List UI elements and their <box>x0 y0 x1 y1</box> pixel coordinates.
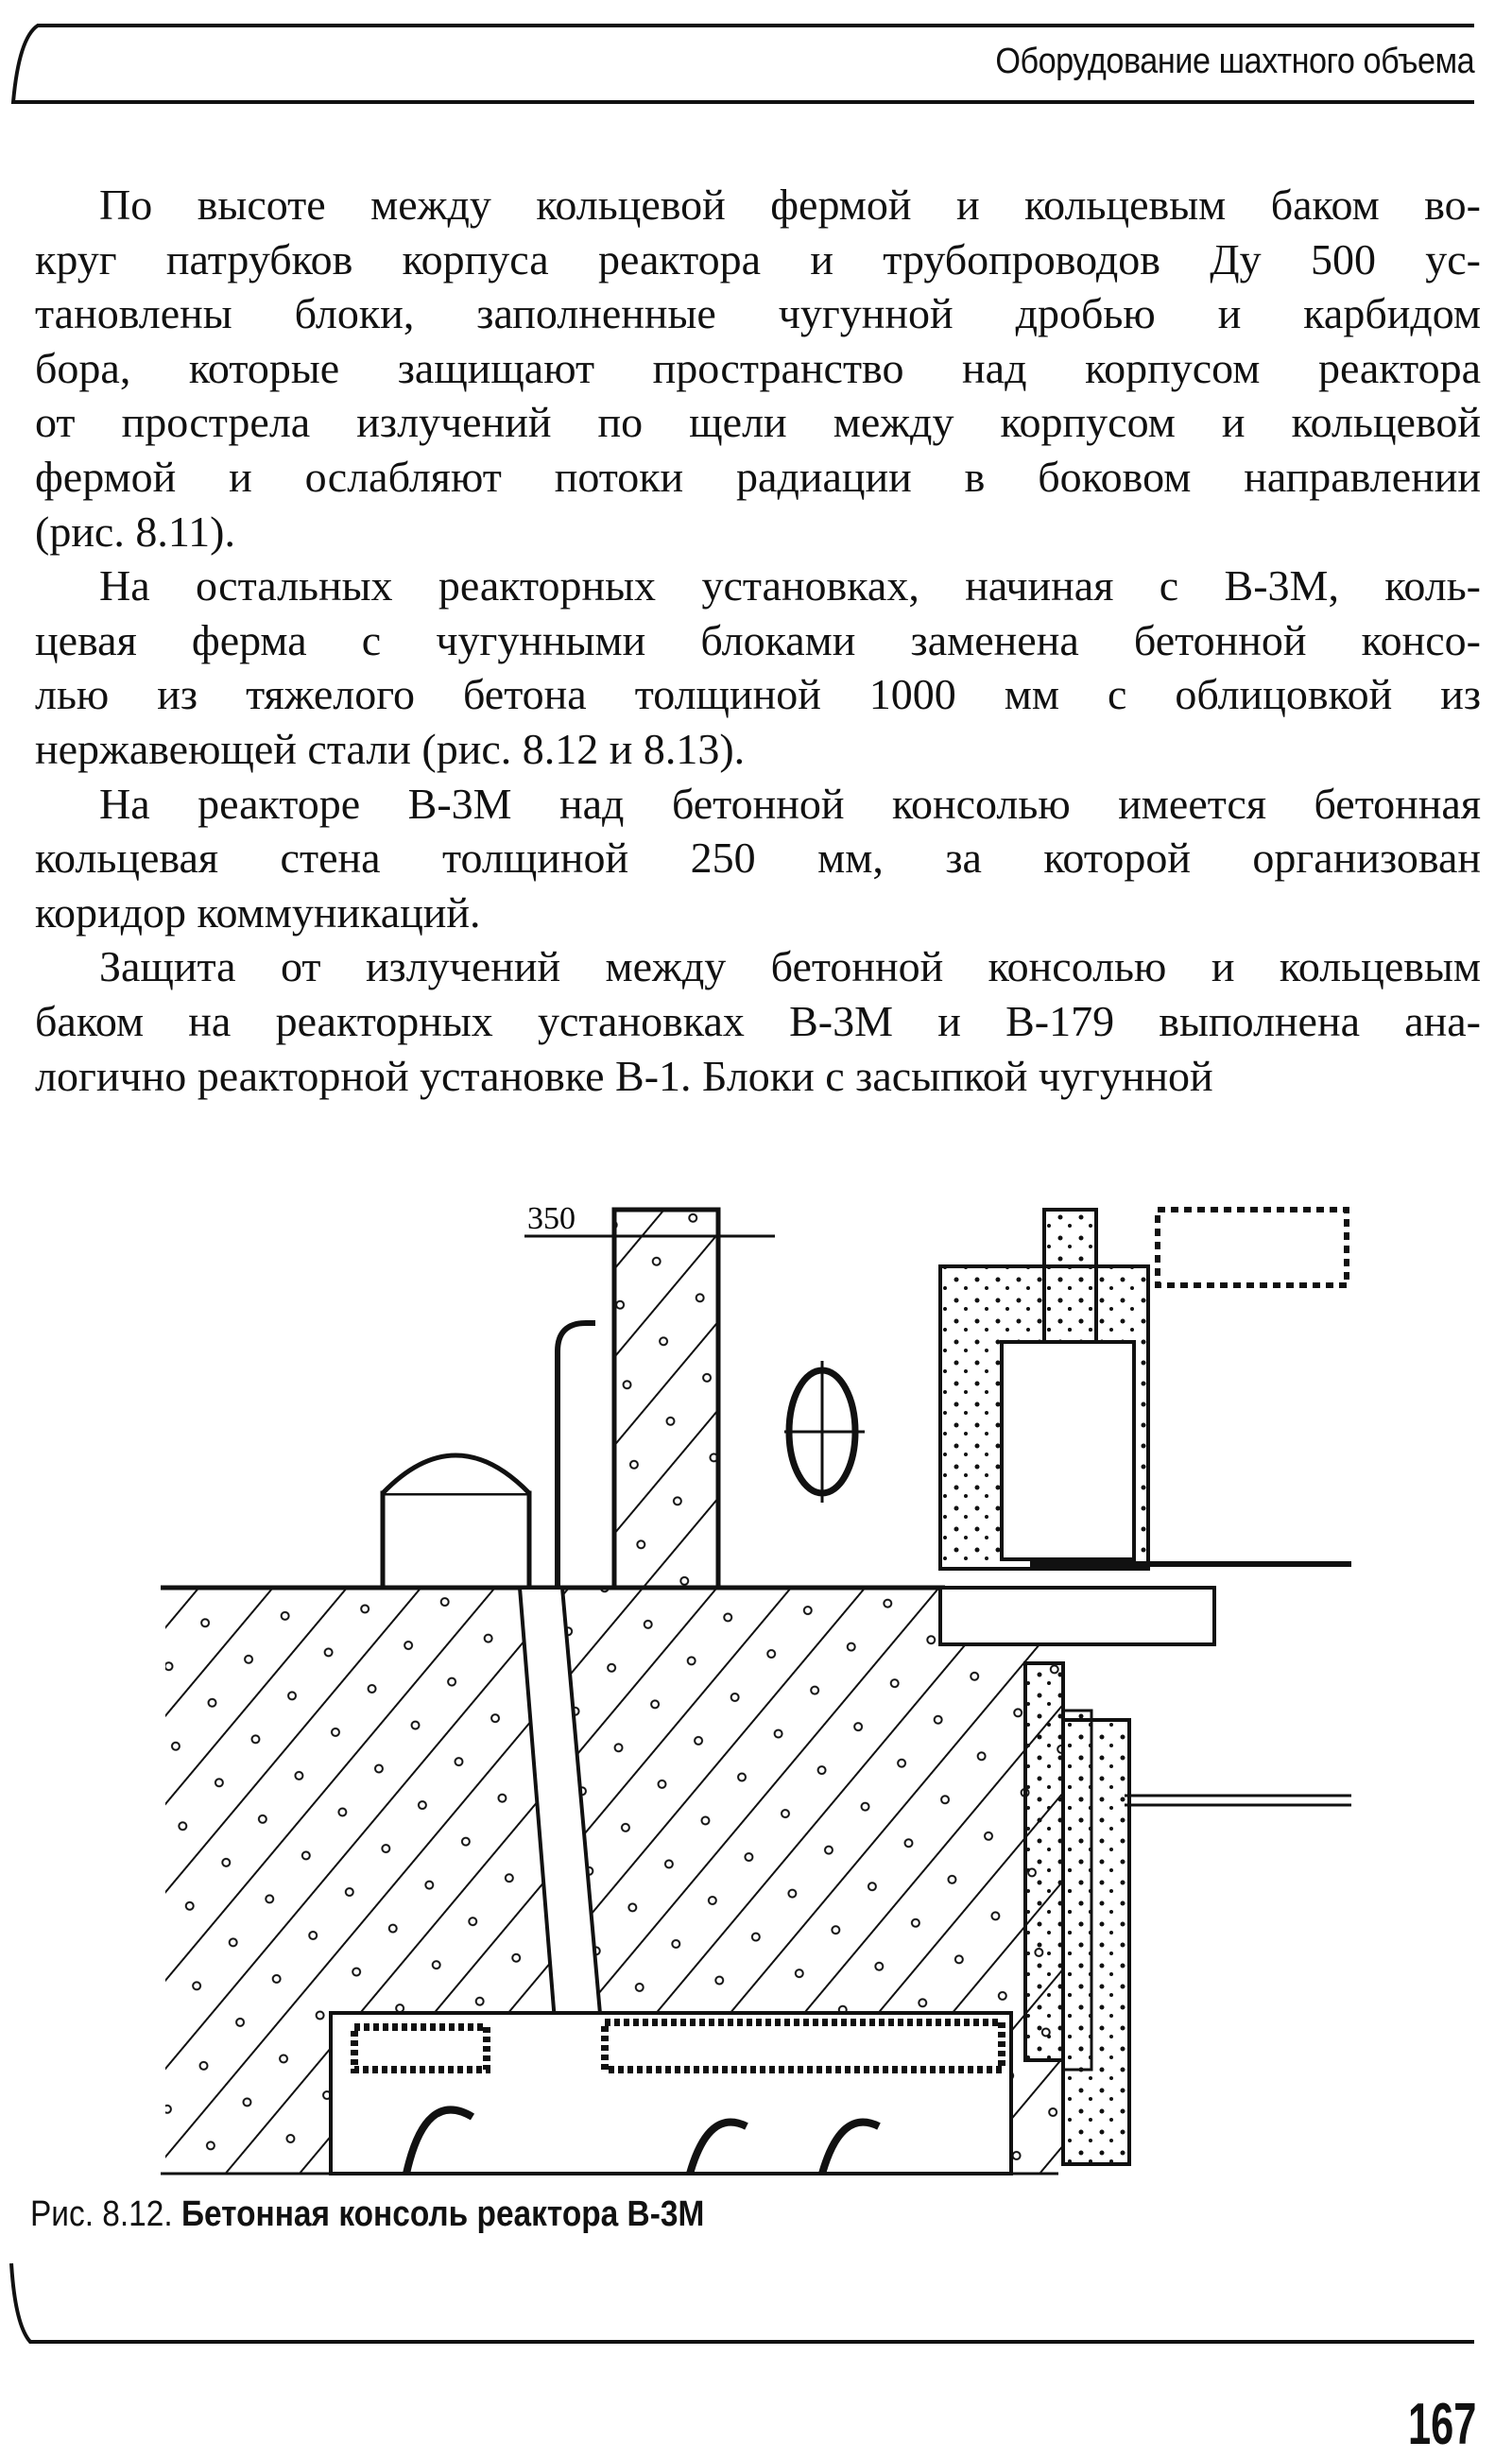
text-line: кольцевая стена толщиной 250 мм, за кото… <box>35 834 1481 883</box>
text-line: (рис. 8.11). <box>35 507 235 556</box>
paragraph: На реакторе В-3М над бетонной консолью и… <box>35 777 1481 940</box>
text-line: бора, которые защищают пространство над … <box>35 343 1481 392</box>
running-header: Оборудование шахтного объема <box>995 42 1474 81</box>
text-line: нержавеющей стали (рис. 8.12 и 8.13). <box>35 724 746 773</box>
figure-concrete-console: 350 <box>161 1201 1351 2175</box>
text-line: Защита от излучений между бетонной консо… <box>99 942 1481 991</box>
text-line: коридор коммуникаций. <box>35 887 481 937</box>
body-text: По высоте между кольцевой фермой и кольц… <box>35 178 1481 1103</box>
paragraph: На остальных реакторных установках, начи… <box>35 559 1481 776</box>
text-line: По высоте между кольцевой фермой и кольц… <box>99 181 1481 229</box>
dimension-label: 350 <box>527 1201 576 1236</box>
page-number: 167 <box>1407 2392 1476 2457</box>
paragraph: По высоте между кольцевой фермой и кольц… <box>35 178 1481 559</box>
text-line: цевая ферма с чугунными блоками заменена… <box>35 615 1481 664</box>
caption-title: Бетонная консоль реактора В-3М <box>180 2194 705 2234</box>
caption-number: Рис. 8.12. <box>30 2194 173 2234</box>
text-line: от прострела излучений по щели между кор… <box>35 398 1481 447</box>
text-line: круг патрубков корпуса реактора и трубоп… <box>35 234 1481 284</box>
text-line: лью из тяжелого бетона толщиной 1000 мм … <box>35 670 1481 719</box>
text-line: логично реакторной установке В-1. Блоки … <box>35 1051 1213 1100</box>
text-line: На реакторе В-3М над бетонной консолью и… <box>99 779 1481 828</box>
text-line: На остальных реакторных установках, начи… <box>99 561 1481 610</box>
paragraph: Защита от излучений между бетонной консо… <box>35 939 1481 1103</box>
text-line: тановлены блоки, заполненные чугунной др… <box>35 289 1481 338</box>
figure-caption: Рис. 8.12. Бетонная консоль реактора В-3… <box>30 2194 704 2235</box>
text-line: баком на реакторных установках В-3М и В-… <box>35 996 1481 1045</box>
text-line: фермой и ослабляют потоки радиации в бок… <box>35 452 1481 501</box>
